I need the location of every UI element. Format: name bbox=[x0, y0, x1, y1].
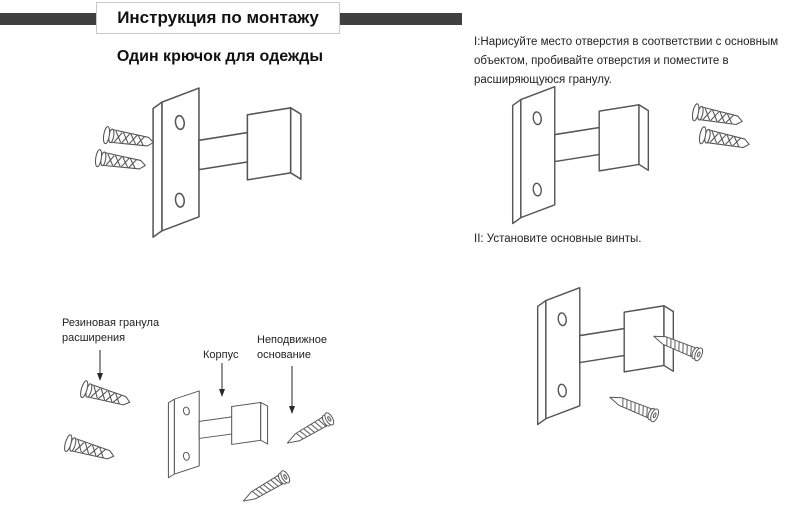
step-2-text: II: Установите основные винты. bbox=[474, 233, 642, 245]
step-1-text: I:Нарисуйте место отверстия в соответств… bbox=[474, 36, 779, 86]
label-arrows bbox=[97, 350, 295, 414]
hook-body-drawing bbox=[167, 390, 269, 479]
label-expansion-granule: Резиновая гранула расширения bbox=[62, 317, 160, 344]
label-body: Корпус bbox=[203, 349, 239, 361]
page-title: Инструкция по монтажу bbox=[96, 2, 340, 34]
section-subtitle: Один крючок для одежды bbox=[116, 48, 324, 65]
step-1-hook-drawing bbox=[511, 85, 650, 225]
expansion-anchor-icon bbox=[697, 125, 752, 154]
label-fixed-base: Неподвижное основание bbox=[257, 334, 327, 361]
hook-assembly-drawing bbox=[152, 87, 302, 238]
